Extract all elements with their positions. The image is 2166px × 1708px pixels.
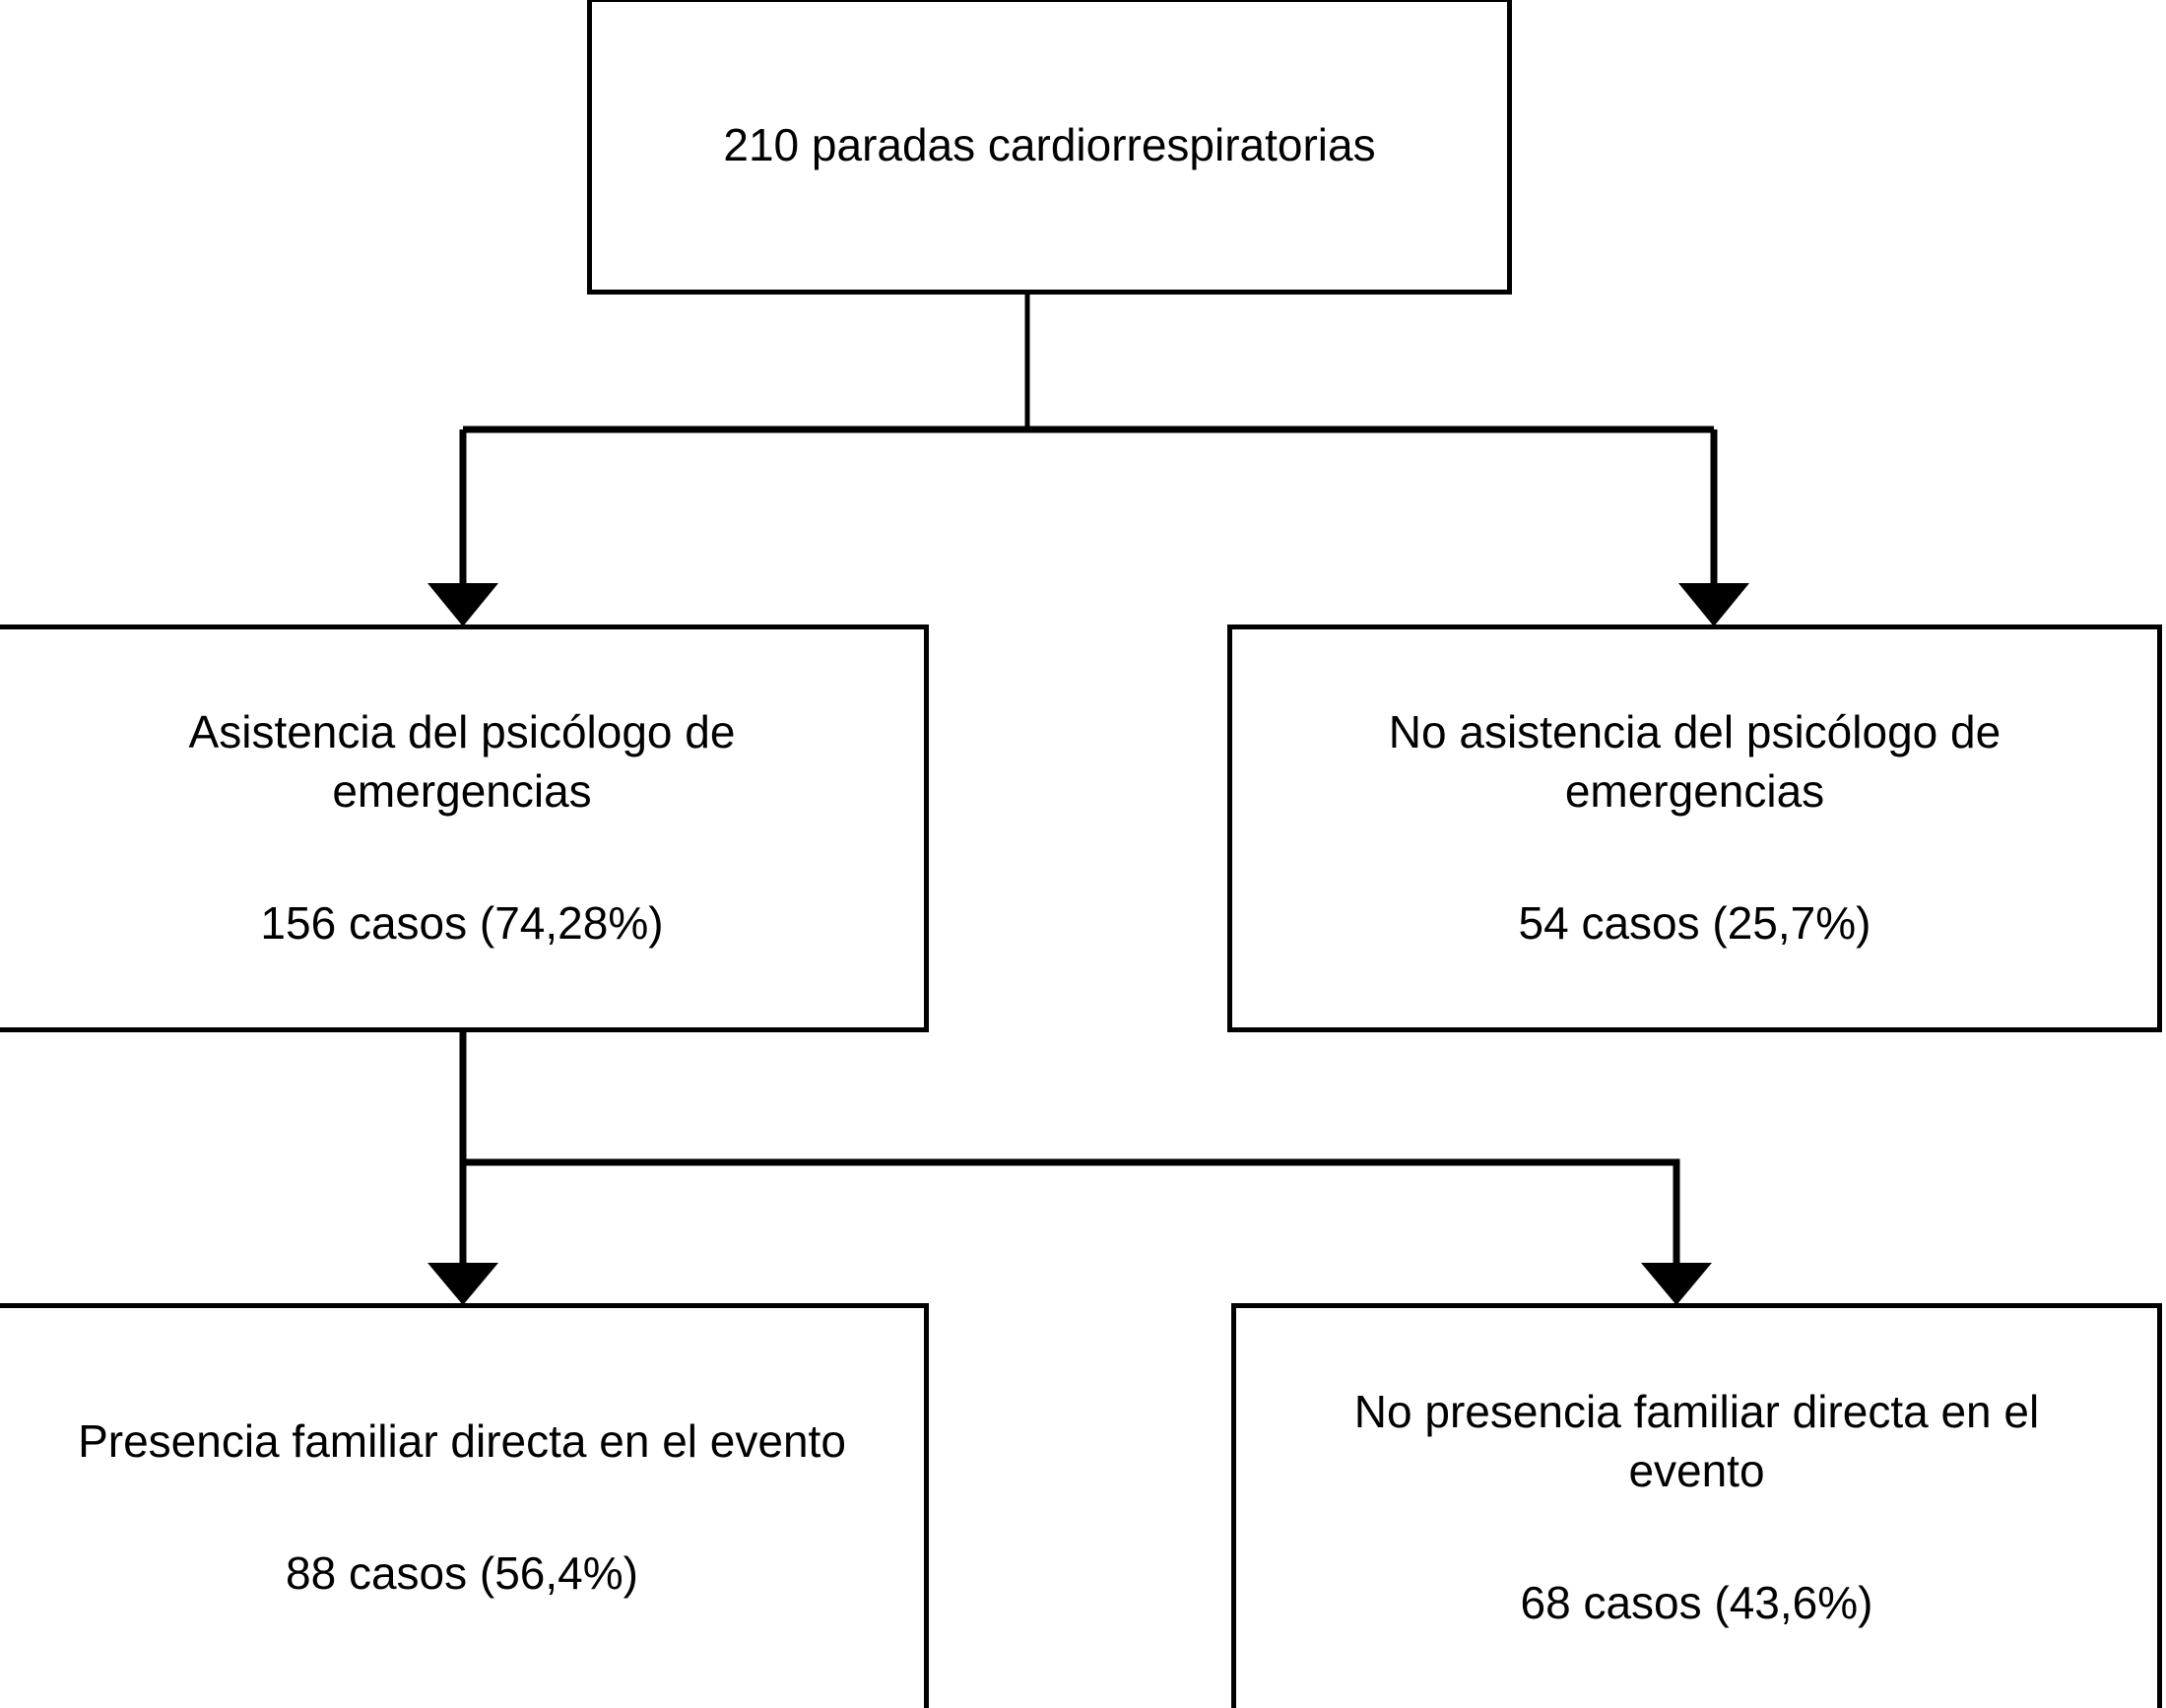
node-attended-title: Asistencia del psicólogo de emergencias	[188, 706, 736, 818]
node-not-attended-title: No asistencia del psicólogo de emergenci…	[1388, 706, 2002, 818]
node-family-present-title: Presencia familiar directa en el evento	[78, 1415, 846, 1468]
node-psychologist-attended: Asistencia del psicólogo de emergencias …	[0, 624, 929, 1032]
edge-attended-family-absent-line	[463, 1158, 1680, 1276]
arrowhead-down-icon	[427, 1263, 498, 1305]
node-family-absent-title: No presencia familiar directa en el even…	[1353, 1386, 2040, 1497]
node-not-attended-count: 54 casos (25,7%)	[1518, 896, 1871, 949]
node-root-title: 210 paradas cardiorrespiratorias	[723, 119, 1376, 171]
edge-root-not-attended	[1678, 429, 1749, 626]
edge-root-split	[463, 292, 1714, 433]
node-family-absent-count: 68 casos (43,6%)	[1520, 1576, 1873, 1628]
node-family-present-count: 88 casos (56,4%)	[286, 1547, 638, 1599]
node-total-cardiac-arrests: 210 paradas cardiorrespiratorias	[587, 0, 1512, 295]
edge-root-attended	[427, 429, 498, 626]
node-attended-count: 156 casos (74,28%)	[260, 896, 664, 949]
edge-attended-family-present	[427, 1029, 498, 1305]
edge-attended-family-absent	[463, 1158, 1712, 1305]
arrowhead-down-icon	[1641, 1263, 1712, 1305]
node-psychologist-not-attended: No asistencia del psicólogo de emergenci…	[1227, 624, 2162, 1032]
node-family-present: Presencia familiar directa en el evento …	[0, 1303, 929, 1708]
arrowhead-down-icon	[1678, 583, 1749, 626]
node-family-absent: No presencia familiar directa en el even…	[1231, 1303, 2162, 1708]
arrowhead-down-icon	[427, 583, 498, 626]
